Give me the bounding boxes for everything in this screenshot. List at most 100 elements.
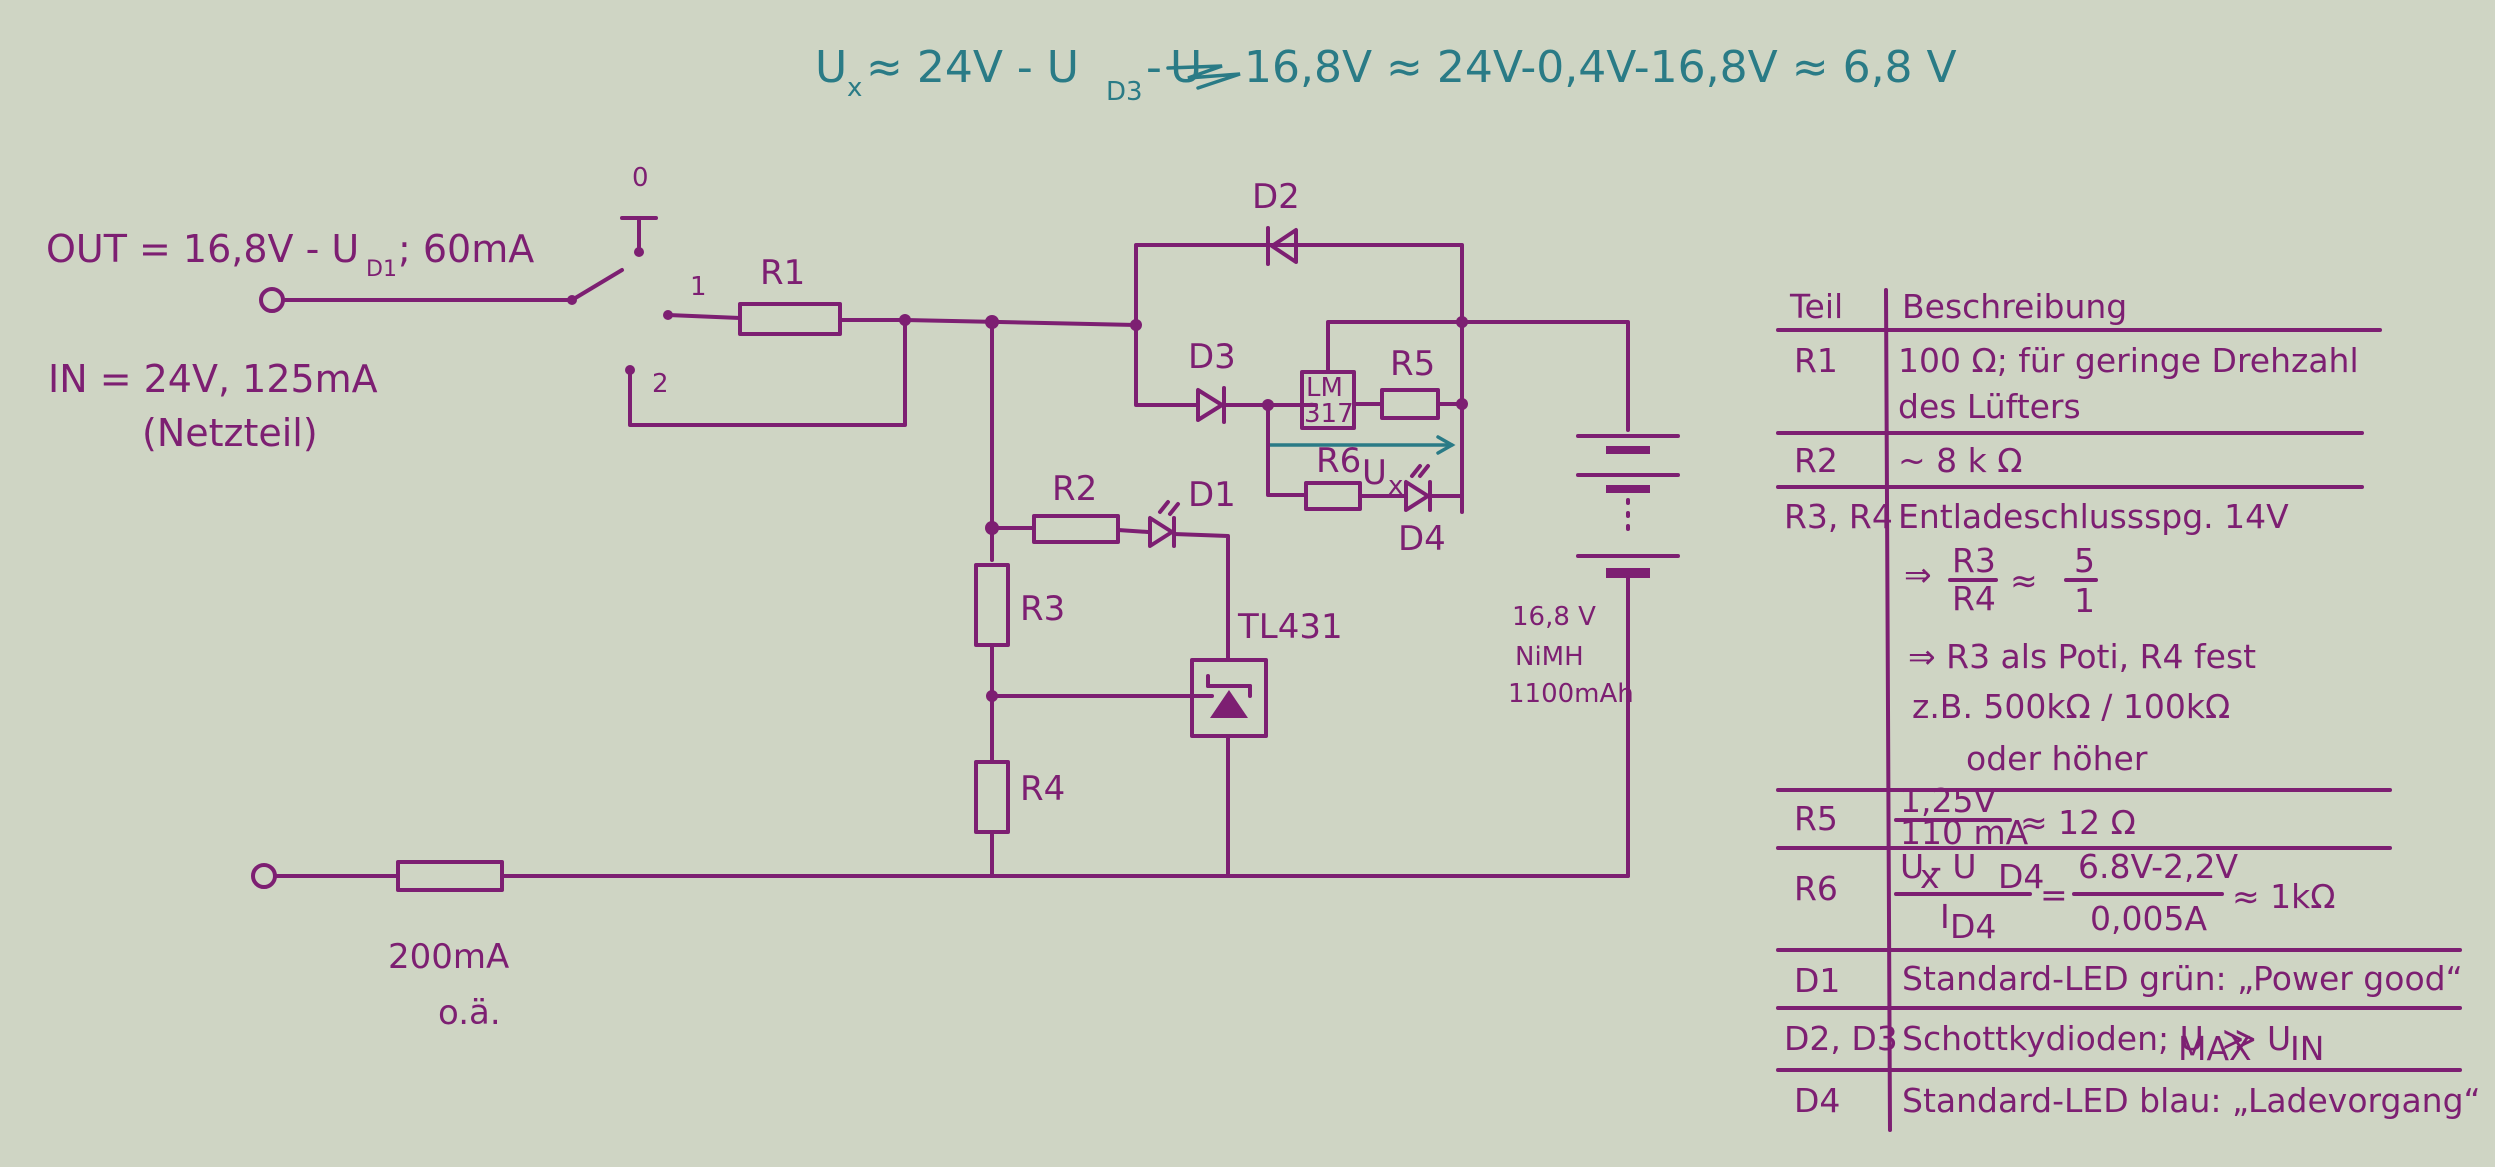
battery-type: NiMH — [1515, 642, 1584, 672]
formula-part-b: ≈ 24V - U — [866, 42, 1079, 93]
row-r5-part: R5 — [1794, 799, 1838, 838]
battery-voltage: 16,8 V — [1512, 602, 1596, 632]
row-r6-num-a-sub: x — [1920, 857, 1940, 896]
ux-sub: x — [1388, 471, 1403, 501]
row-r3r4-line5: oder höher — [1966, 739, 2148, 778]
r3-resistor — [974, 563, 1010, 647]
formula-ux: U — [815, 42, 847, 93]
d2-wire — [1134, 243, 1464, 327]
formula-ud3-sub: D3 — [1106, 77, 1143, 107]
switch-blade — [570, 268, 624, 302]
fuse — [396, 860, 504, 892]
formula-part-d: 16,8V ≈ 24V-0,4V-16,8V ≈ 6,8 V — [1244, 42, 1957, 93]
r2-resistor — [1032, 514, 1120, 544]
lm317-label-b: 317 — [1304, 399, 1354, 429]
switch-pos-2: 2 — [652, 369, 669, 399]
row-r6-frac2-den: 0,005A — [2090, 899, 2207, 938]
d3-diode — [1196, 388, 1224, 422]
parts-table: Teil Beschreibung R1 100 Ω; für geringe … — [1776, 287, 2481, 1132]
in-note: (Netzteil) — [142, 411, 318, 455]
row-r6-result: ≈ 1kΩ — [2232, 877, 2335, 916]
row-r6-part: R6 — [1794, 869, 1838, 908]
d1-label: D1 — [1188, 475, 1236, 515]
row-d2d3-sub2: IN — [2290, 1029, 2324, 1068]
switch-pos-0: 0 — [632, 163, 649, 193]
d2-label: D2 — [1252, 177, 1300, 217]
d1-led — [1148, 516, 1174, 548]
battery-capacity: 1100mAh — [1508, 679, 1634, 709]
row-r6-den-sub: D4 — [1950, 907, 1996, 946]
r5-label: R5 — [1390, 344, 1435, 384]
row-d4-part: D4 — [1794, 1081, 1840, 1120]
formula-part-c: - — [1146, 42, 1162, 93]
r5-resistor — [1380, 388, 1440, 420]
row-r3r4-eq-num: 5 — [2074, 541, 2095, 580]
out-terminal — [259, 287, 285, 313]
row-d2d3-sub1: MAX — [2178, 1029, 2252, 1068]
r1-label: R1 — [760, 253, 805, 293]
tl431-label: TL431 — [1237, 607, 1343, 647]
out-current: ; 60mA — [398, 227, 534, 271]
d3-label: D3 — [1188, 337, 1236, 377]
row-r5-frac-den: 110 mA — [1900, 813, 2029, 852]
tl431-symbol — [1210, 690, 1248, 718]
d2-diode — [1270, 228, 1298, 264]
row-r3r4-arrow: ⇒ — [1904, 555, 1932, 594]
row-r5-frac-num: 1,25V — [1900, 781, 1996, 820]
r1-resistor — [738, 302, 842, 336]
switch-pos-1: 1 — [690, 272, 707, 302]
row-r3r4-eq-den: 1 — [2074, 581, 2095, 620]
row-r2-part: R2 — [1794, 441, 1838, 480]
row-r3r4-part: R3, R4 — [1784, 497, 1893, 536]
out-label: OUT = 16,8V - U — [46, 227, 359, 271]
in-label: IN = 24V, 125mA — [48, 357, 378, 401]
in-terminal — [251, 863, 277, 889]
row-d2d3-part: D2, D3 — [1784, 1019, 1898, 1058]
row-r6-eq: = — [2040, 875, 2068, 914]
row-r2-line1: ~ 8 k Ω — [1898, 441, 2022, 480]
row-r1-line1: 100 Ω; für geringe Drehzahl — [1898, 341, 2359, 380]
top-rail — [903, 318, 1138, 327]
table-column-divider — [1884, 288, 1892, 1132]
table-header-part: Teil — [1789, 287, 1843, 326]
row-r1-line2: des Lüfters — [1898, 387, 2081, 426]
d4-led — [1404, 480, 1430, 512]
row-r3r4-line1: Entladeschlussspg. 14V — [1898, 497, 2289, 536]
row-r3r4-approx: ≈ — [2010, 561, 2038, 600]
r3-label: R3 — [1020, 589, 1065, 629]
out-sub: D1 — [366, 257, 397, 282]
lm317-label-a: LM — [1306, 373, 1343, 403]
row-r6-num-b-sub: D4 — [1998, 857, 2044, 896]
row-r6-num-b: - U — [1930, 847, 1977, 886]
r4-label: R4 — [1020, 769, 1065, 809]
r4-resistor — [974, 760, 1010, 834]
fuse-note: o.ä. — [438, 993, 501, 1033]
row-r3r4-line3: ⇒ R3 als Poti, R4 fest — [1908, 637, 2256, 676]
left-notes: OUT = 16,8V - U D1 ; 60mA IN = 24V, 125m… — [46, 227, 534, 455]
battery-wire — [1460, 320, 1630, 432]
switch-bypass-wire — [628, 318, 907, 427]
row-r6-num-a: U — [1900, 847, 1924, 886]
r6-label: R6 — [1316, 441, 1361, 481]
r6-resistor — [1304, 481, 1362, 511]
row-r1-part: R1 — [1794, 341, 1838, 380]
table-header-desc: Beschreibung — [1902, 287, 2127, 326]
row-r6-den: I — [1940, 897, 1950, 936]
ux-label: U — [1362, 453, 1387, 493]
row-r6-frac2-num: 6.8V-2,2V — [2078, 847, 2239, 886]
formula-ux-sub: x — [847, 73, 862, 103]
row-d4-line1: Standard-LED blau: „Ladevorgang“ — [1902, 1081, 2481, 1120]
d4-label: D4 — [1398, 519, 1446, 559]
row-r3r4-line4: z.B. 500kΩ / 100kΩ — [1912, 687, 2230, 726]
row-r5-result: ≈ 12 Ω — [2020, 803, 2136, 842]
formula-strikethrough — [1166, 64, 1241, 90]
circuit: 0 1 R1 2 D2 D3 LM 317 — [251, 163, 1680, 1033]
row-r3r4-frac-num: R3 — [1952, 541, 1996, 580]
fuse-value: 200mA — [388, 937, 509, 977]
row-r3r4-frac-den: R4 — [1952, 579, 1996, 618]
row-d2d3-mid: ≫ U — [2222, 1019, 2291, 1058]
battery-plate-last — [1606, 568, 1650, 578]
r2-label: R2 — [1052, 469, 1097, 509]
